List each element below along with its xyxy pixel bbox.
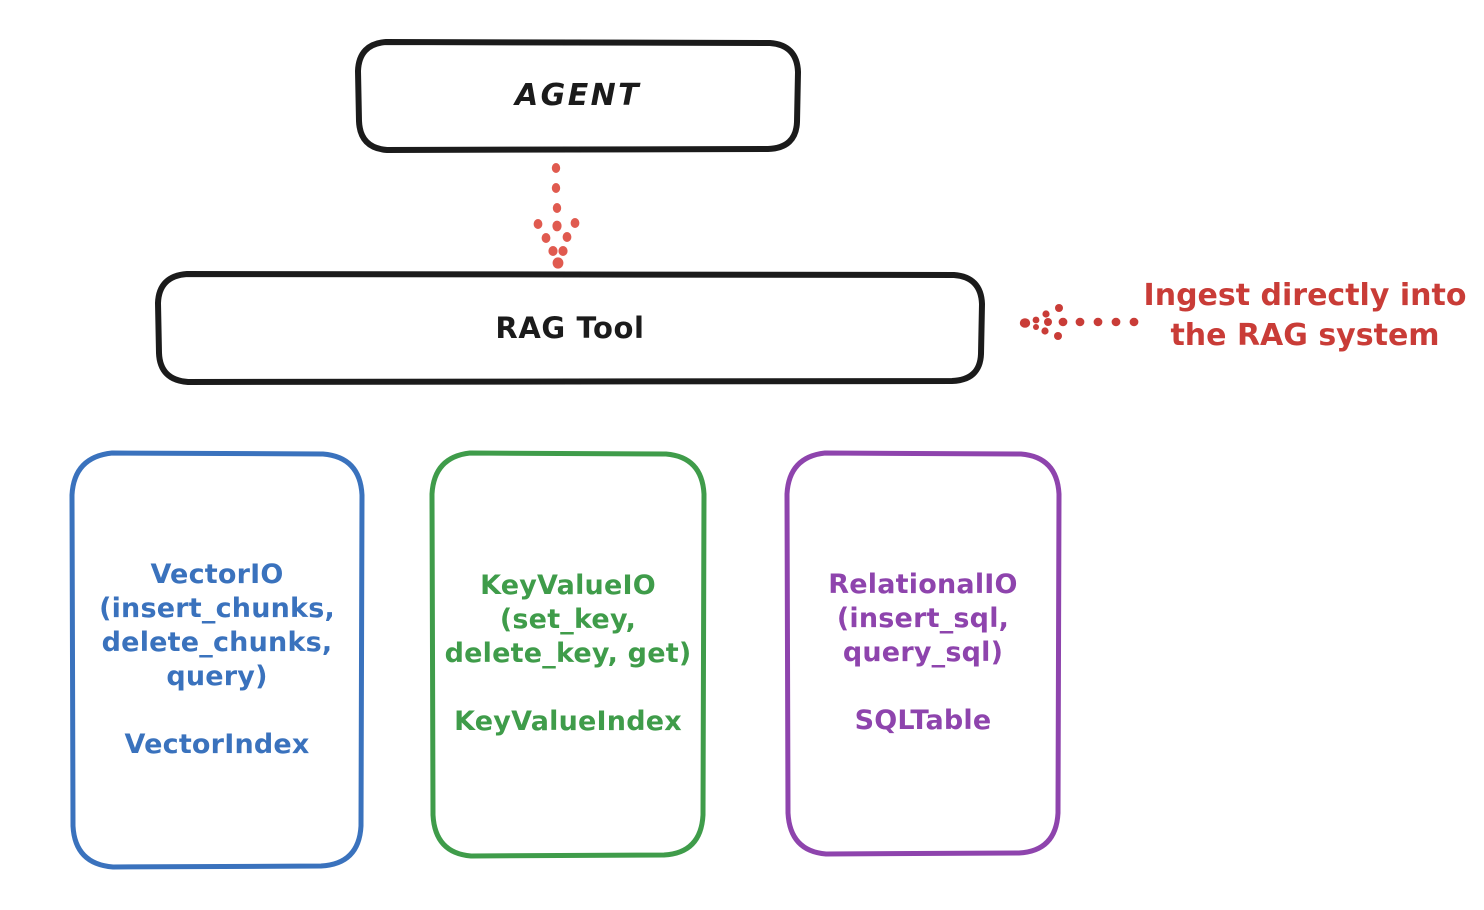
vector-io-line-4: query) [166,661,268,692]
rag-tool-label: RAG Tool [495,310,645,345]
keyvalue-io-line-1: KeyValueIO [480,569,656,601]
connector-agent-to-rag-tool [533,163,580,269]
keyvalue-index-label: KeyValueIndex [454,706,682,738]
connector-annotation-to-rag-tool [1019,304,1139,340]
vector-io-line-1: VectorIO [150,558,284,590]
node-keyvalue-io[interactable]: KeyValueIO (set_key, delete_key, get) Ke… [428,450,708,859]
vector-io-line-2: (insert_chunks, [99,592,335,624]
node-agent[interactable]: AGENT [355,39,801,153]
sql-table-label: SQLTable [854,705,992,737]
annotation-ingest: Ingest directly into the RAG system [1140,276,1470,356]
relational-io-line-2: (insert_sql, [836,602,1010,634]
node-relational-io[interactable]: RelationalIO (insert_sql, query_sql) SQL… [783,450,1063,857]
annotation-line-2: the RAG system [1170,317,1440,353]
vector-io-line-3: delete_chunks, [101,626,333,658]
annotation-line-1: Ingest directly into [1143,278,1467,313]
keyvalue-io-line-3: delete_key, get) [444,638,692,669]
node-rag-tool[interactable]: RAG Tool [155,271,985,385]
agent-label: AGENT [515,78,641,114]
node-vector-io[interactable]: VectorIO (insert_chunks, delete_chunks, … [68,450,366,870]
relational-io-line-3: query_sql) [842,637,1004,668]
keyvalue-io-line-2: (set_key, [499,603,637,635]
relational-io-line-1: RelationalIO [828,568,1018,600]
vector-index-label: VectorIndex [124,729,310,761]
